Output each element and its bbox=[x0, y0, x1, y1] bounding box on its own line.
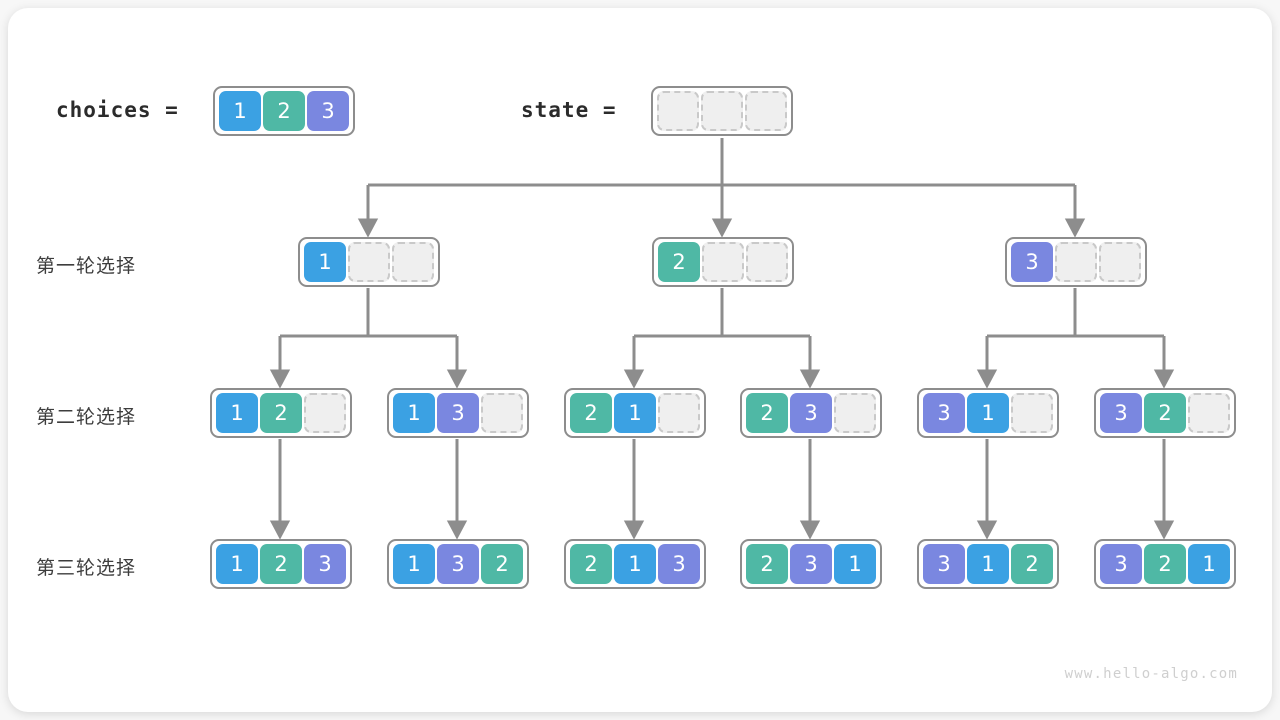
r3-n2-cell-0: 1 bbox=[393, 544, 435, 584]
state-cell-0 bbox=[657, 91, 699, 131]
r3-n1-cell-0: 1 bbox=[216, 544, 258, 584]
r3-n3-cell-2: 3 bbox=[658, 544, 700, 584]
r3-n4-cell-2: 1 bbox=[834, 544, 876, 584]
state-node-r1-1: 1 bbox=[298, 237, 440, 287]
r3-n4-cell-0: 2 bbox=[746, 544, 788, 584]
choices-cell-1: 2 bbox=[263, 91, 305, 131]
r3-n5-cell-2: 2 bbox=[1011, 544, 1053, 584]
r2-n4-cell-1: 3 bbox=[790, 393, 832, 433]
r3-n3-cell-0: 2 bbox=[570, 544, 612, 584]
r2-n1-cell-1: 2 bbox=[260, 393, 302, 433]
r2-n3-cell-1: 1 bbox=[614, 393, 656, 433]
r1-n2-cell-0: 2 bbox=[658, 242, 700, 282]
r1-n2-cell-2 bbox=[746, 242, 788, 282]
r2-n3-cell-0: 2 bbox=[570, 393, 612, 433]
state-label: state = bbox=[521, 98, 617, 122]
r2-n1-cell-0: 1 bbox=[216, 393, 258, 433]
r1-n3-cell-1 bbox=[1055, 242, 1097, 282]
r2-n2-cell-0: 1 bbox=[393, 393, 435, 433]
r3-n6-cell-1: 2 bbox=[1144, 544, 1186, 584]
r1-n1-cell-0: 1 bbox=[304, 242, 346, 282]
r3-n1-cell-1: 2 bbox=[260, 544, 302, 584]
choices-label: choices = bbox=[56, 98, 179, 122]
state-node-r1-3: 3 bbox=[1005, 237, 1147, 287]
row-label-round-1: 第一轮选择 bbox=[36, 255, 137, 277]
r2-n5-cell-0: 3 bbox=[923, 393, 965, 433]
state-cell-1 bbox=[701, 91, 743, 131]
r3-n2-cell-2: 2 bbox=[481, 544, 523, 584]
r1-n1-cell-2 bbox=[392, 242, 434, 282]
r3-n3-cell-1: 1 bbox=[614, 544, 656, 584]
r2-n1-cell-2 bbox=[304, 393, 346, 433]
r1-n3-cell-0: 3 bbox=[1011, 242, 1053, 282]
r3-n5-cell-0: 3 bbox=[923, 544, 965, 584]
r2-n5-cell-2 bbox=[1011, 393, 1053, 433]
r2-n4-cell-0: 2 bbox=[746, 393, 788, 433]
r3-n6-cell-0: 3 bbox=[1100, 544, 1142, 584]
diagram-card bbox=[8, 8, 1272, 712]
state-array bbox=[651, 86, 793, 136]
r2-n6-cell-2 bbox=[1188, 393, 1230, 433]
r1-n2-cell-1 bbox=[702, 242, 744, 282]
state-node-r1-2: 2 bbox=[652, 237, 794, 287]
choices-cell-2: 3 bbox=[307, 91, 349, 131]
row-label-round-3: 第三轮选择 bbox=[36, 557, 137, 579]
r2-n6-cell-1: 2 bbox=[1144, 393, 1186, 433]
r2-n2-cell-2 bbox=[481, 393, 523, 433]
r2-n3-cell-2 bbox=[658, 393, 700, 433]
r3-n1-cell-2: 3 bbox=[304, 544, 346, 584]
state-cell-2 bbox=[745, 91, 787, 131]
r3-n2-cell-1: 3 bbox=[437, 544, 479, 584]
r2-n5-cell-1: 1 bbox=[967, 393, 1009, 433]
r3-n5-cell-1: 1 bbox=[967, 544, 1009, 584]
r2-n2-cell-1: 3 bbox=[437, 393, 479, 433]
r2-n4-cell-2 bbox=[834, 393, 876, 433]
choices-cell-0: 1 bbox=[219, 91, 261, 131]
r1-n1-cell-1 bbox=[348, 242, 390, 282]
row-label-round-2: 第二轮选择 bbox=[36, 406, 137, 428]
r3-n6-cell-2: 1 bbox=[1188, 544, 1230, 584]
watermark: www.hello-algo.com bbox=[1064, 666, 1238, 682]
r3-n4-cell-1: 3 bbox=[790, 544, 832, 584]
r1-n3-cell-2 bbox=[1099, 242, 1141, 282]
r2-n6-cell-0: 3 bbox=[1100, 393, 1142, 433]
